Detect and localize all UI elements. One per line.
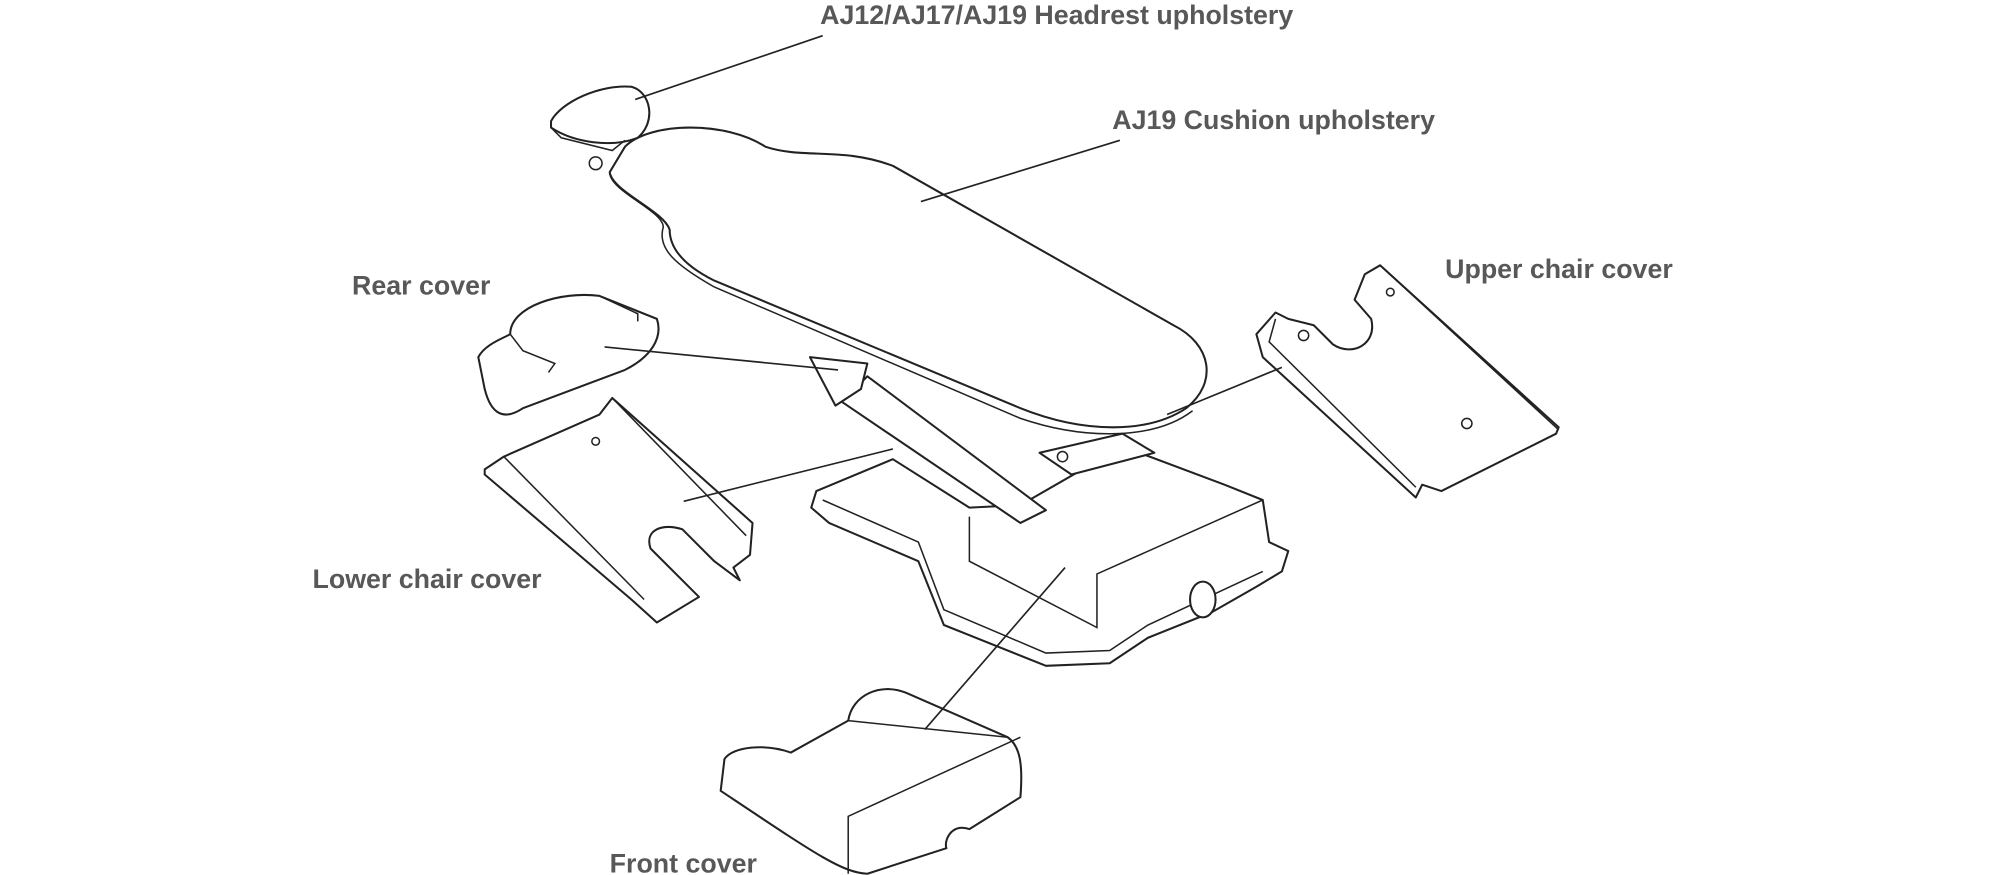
upper-chair-cover	[1255, 264, 1560, 499]
lower-chair-cover	[483, 396, 754, 624]
label-headrest: AJ12/AJ17/AJ19 Headrest upholstery	[820, 0, 1293, 30]
chair-base	[810, 445, 1290, 667]
label-lower-cover: Lower chair cover	[313, 564, 543, 594]
cushion-upholstery	[608, 126, 1208, 435]
label-front-cover: Front cover	[610, 848, 758, 875]
label-upper-cover: Upper chair cover	[1445, 254, 1673, 284]
rear-cover	[477, 294, 660, 416]
leader-lines	[604, 34, 1283, 731]
front-cover	[719, 688, 1023, 875]
label-cushion: AJ19 Cushion upholstery	[1112, 105, 1435, 135]
label-rear-cover: Rear cover	[352, 271, 491, 301]
headrest-upholstery	[550, 85, 651, 171]
